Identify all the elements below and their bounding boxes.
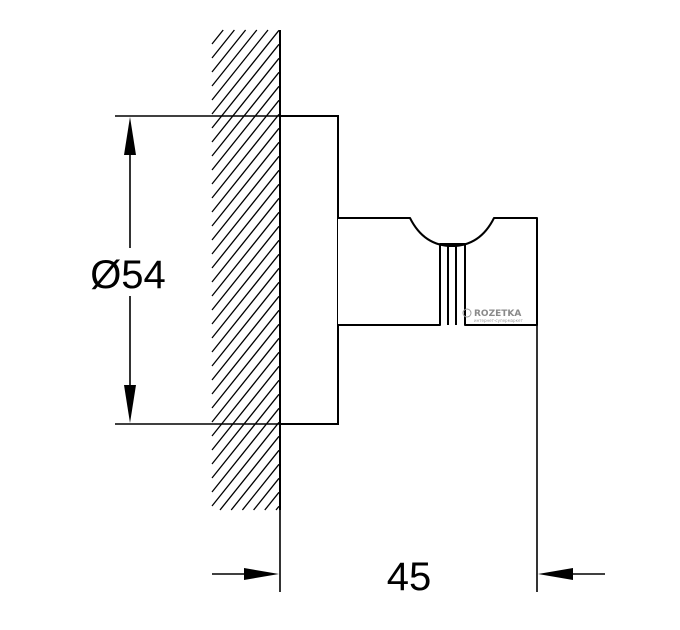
watermark-smile-icon [462,308,472,318]
diameter-arrow-top [124,117,136,155]
hatch-line [211,239,280,325]
hatch-line [211,337,280,423]
watermark-brand: ROZETKA [474,309,521,319]
hatch-line [211,155,280,241]
hatch-line [275,505,280,511]
hatch-line [211,29,258,87]
hatch-line [211,421,280,507]
diameter-label: Ø54 [90,253,166,297]
hatch-line [211,169,280,255]
hatch-line [211,29,280,115]
hatch-line [211,29,269,101]
diameter-arrow-bottom [124,385,136,423]
hatch-line [211,85,280,171]
hatch-line [211,29,247,73]
hatch-line [211,225,280,311]
hatch-line [211,365,280,451]
depth-label: 45 [387,555,432,599]
hatch-line [219,435,280,511]
hatch-line [211,127,280,213]
rosette-plate [279,115,339,425]
depth-arrow-left [244,568,279,580]
diameter-label-background [80,248,180,296]
hatch-line [211,197,280,283]
hatch-line [211,211,280,297]
hatch-line [253,477,280,511]
hatch-line [211,407,280,493]
hatch-line [211,141,280,227]
hatch-line [211,29,235,59]
watermark-logo: ROZETKA интернет-супермаркет [462,308,523,323]
hatch-line [211,113,280,199]
hatch-line [211,99,280,185]
hatch-line [241,463,280,511]
wall-hatching [211,29,280,511]
hatch-line [211,253,280,339]
hatch-line [211,323,280,409]
hatch-line [211,295,280,381]
hatch-line [211,57,280,143]
hatch-line [211,379,280,465]
hatch-line [211,29,224,45]
hatch-line [211,183,280,269]
hatch-line [211,309,280,395]
hatch-line [211,351,280,437]
hatch-line [211,393,280,479]
watermark-tagline: интернет-супермаркет [474,318,523,323]
hatch-line [211,71,280,157]
hook-body [338,217,538,326]
hatch-line [211,43,280,129]
depth-arrow-right [538,568,573,580]
hook-ridge-detail [447,246,457,325]
hatch-line [230,449,280,511]
hatch-line [211,281,280,367]
hatch-line [211,267,280,353]
hatch-line [264,491,280,511]
